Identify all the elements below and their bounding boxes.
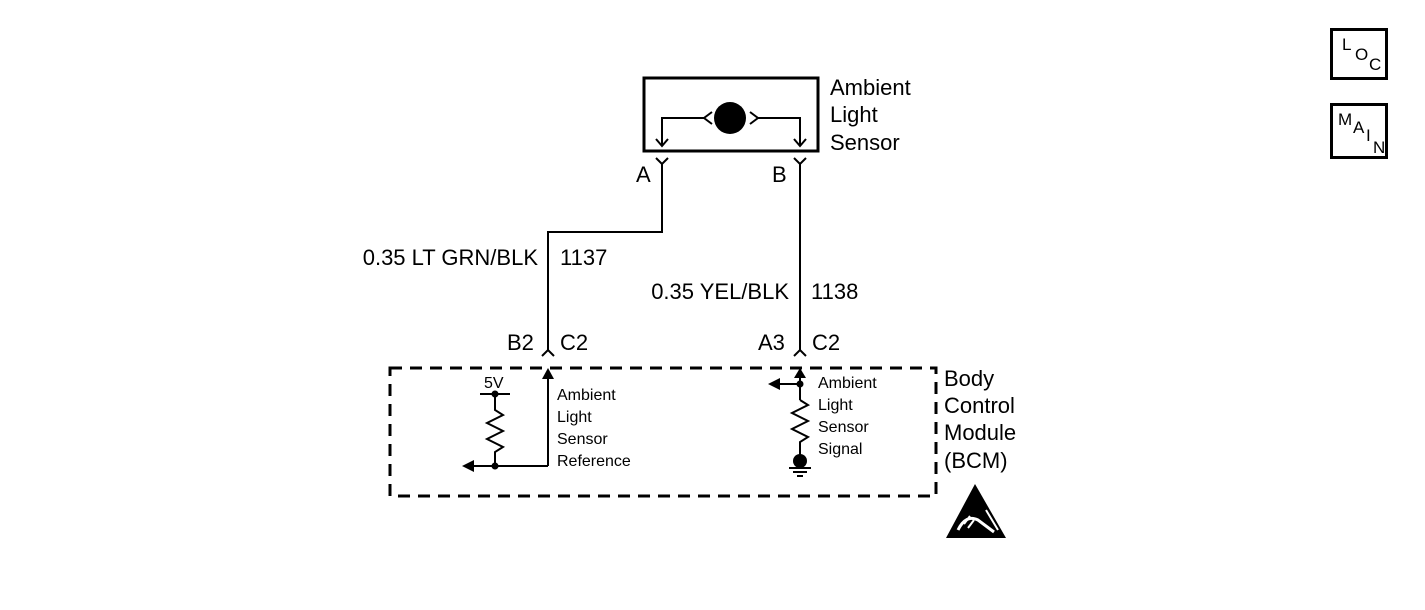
- sensor-name-line-3: Sensor: [830, 130, 900, 155]
- signal-label-line-3: Sensor: [818, 419, 869, 436]
- bcm-name-line-4: (BCM): [944, 448, 1008, 473]
- connector-right-conn: C2: [812, 330, 840, 355]
- reference-label-line-2: Light: [557, 409, 592, 426]
- signal-label-line-2: Light: [818, 397, 853, 414]
- sensor-arrow-b: [793, 138, 807, 148]
- node-signal: [796, 380, 804, 388]
- signal-arrow-icon: [768, 378, 780, 390]
- wire-1137-circuit: 1137: [560, 245, 607, 270]
- reference-arrow-icon: [462, 460, 474, 472]
- loc-letter-1: L: [1342, 35, 1352, 54]
- signal-label-line-4: Signal: [818, 441, 862, 458]
- connector-left-pin: B2: [507, 330, 534, 355]
- sensor-name-line-1: Ambient: [830, 75, 911, 100]
- sensor-box: [642, 76, 820, 153]
- sensor-arrow-a: [655, 138, 669, 148]
- wire-1137: [547, 164, 663, 350]
- reference-label-line-4: Reference: [557, 453, 631, 470]
- resistor-icon-left: [484, 394, 506, 466]
- bcm-name-line-2: Control: [944, 393, 1015, 418]
- connector-pin-b-icon: [793, 157, 807, 166]
- bcm-box: [388, 366, 938, 498]
- bcm-name-line-3: Module: [944, 420, 1016, 445]
- reference-label-line-1: Ambient: [557, 387, 616, 404]
- connector-b2-icon: [541, 348, 555, 357]
- signal-label-line-1: Ambient: [818, 375, 877, 392]
- signal-up-arrow-icon: [794, 368, 806, 378]
- loc-letter-3: C: [1369, 55, 1382, 74]
- pin-b-label: B: [772, 162, 787, 187]
- main-letter-3: I: [1366, 126, 1371, 145]
- wire-1138-circuit: 1138: [811, 279, 858, 304]
- main-letter-2: A: [1353, 118, 1365, 137]
- loc-button[interactable]: L O C: [1330, 28, 1388, 80]
- connector-pin-a-icon: [655, 157, 669, 166]
- resistor-icon-right: [789, 399, 811, 456]
- main-button[interactable]: M A I N: [1330, 103, 1388, 159]
- connector-a3-icon: [793, 348, 807, 357]
- voltage-label: 5V: [484, 375, 504, 392]
- sensor-internal-wire-a: [661, 117, 704, 145]
- sensor-name-line-2: Light: [830, 102, 878, 127]
- reference-label-line-3: Sensor: [557, 431, 608, 448]
- connector-left-conn: C2: [560, 330, 588, 355]
- sensor-bracket-right: [749, 111, 760, 125]
- sensor-internal-wire-b: [758, 117, 801, 145]
- main-letter-4: N: [1373, 138, 1386, 157]
- bcm-name-line-1: Body: [944, 366, 994, 391]
- connector-right-pin: A3: [758, 330, 785, 355]
- ground-node: [793, 454, 807, 468]
- wire-1138-gauge-color: 0.35 YEL/BLK: [651, 279, 789, 304]
- sensor-element-icon: [714, 102, 746, 134]
- loc-letter-2: O: [1355, 45, 1369, 64]
- sensor-bracket-left: [702, 111, 713, 125]
- pin-a-label: A: [636, 162, 651, 187]
- reference-up-arrow-icon: [542, 368, 554, 379]
- wire-1137-gauge-color: 0.35 LT GRN/BLK: [363, 245, 539, 270]
- esd-warning-icon: [946, 484, 1006, 538]
- main-letter-1: M: [1338, 110, 1353, 129]
